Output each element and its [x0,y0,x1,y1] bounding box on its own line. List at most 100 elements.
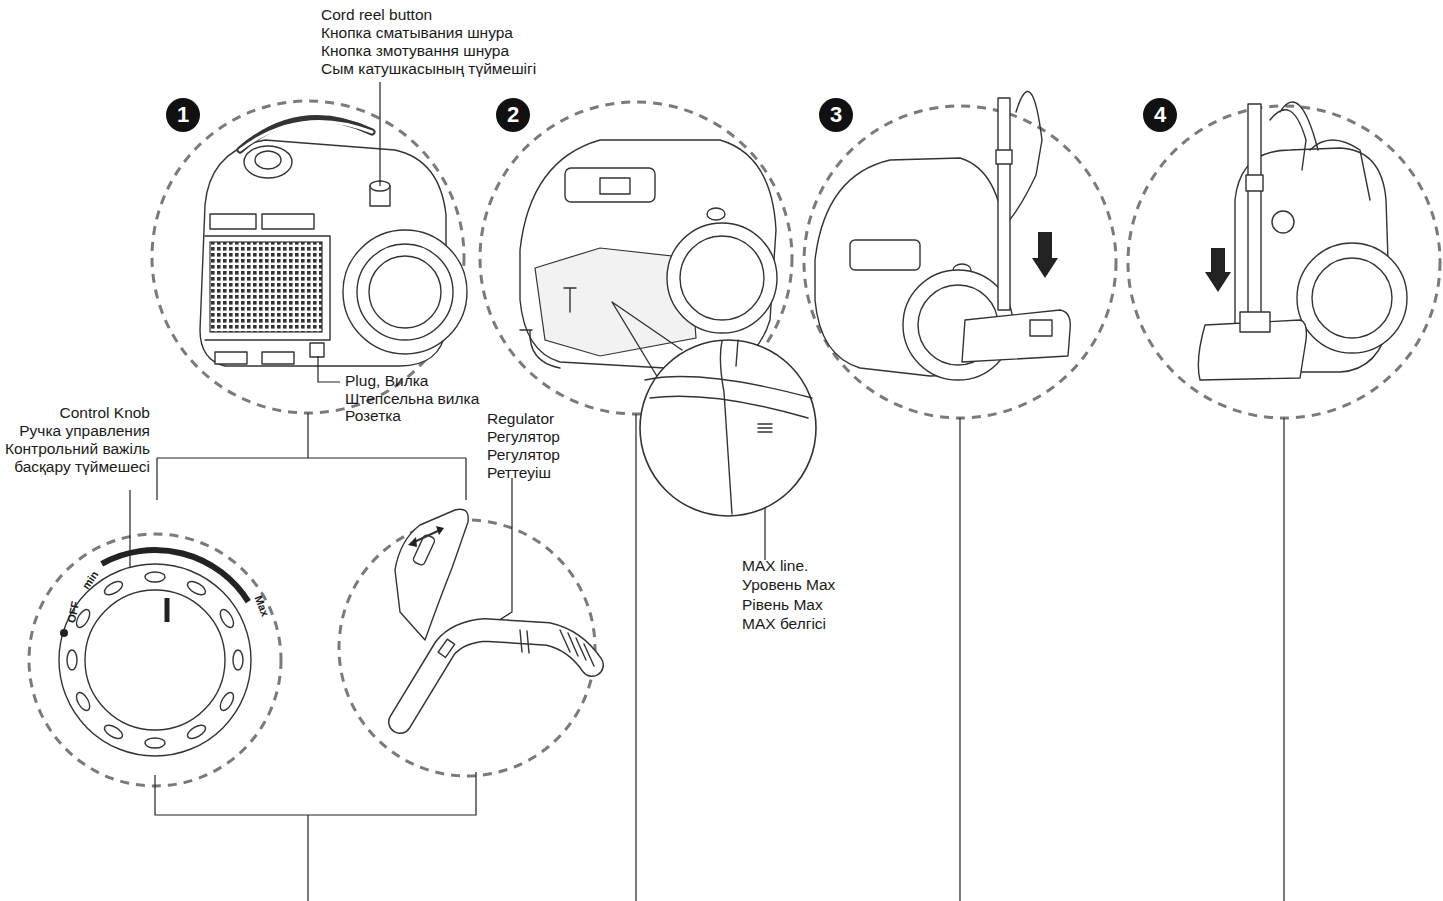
vacuum-body [1248,104,1261,318]
control-dial [145,572,165,582]
magnifier-circle [736,340,738,366]
leader-line [379,82,380,186]
view-circle [1128,106,1440,418]
part-label: MAX белгісі [742,615,826,632]
part-label: Plug, Вилка [345,372,428,389]
bracket-line [155,772,476,901]
vacuum-body [1310,140,1370,200]
vacuum-body [357,244,453,340]
vacuum-body [520,330,560,368]
vacuum-body [1240,312,1270,332]
step-badge: 3 [819,98,853,132]
vacuum-body [962,310,1070,362]
view-circle [29,101,1440,786]
part-label: Ручка управления [19,422,150,439]
step-badge: 1 [166,98,200,132]
control-dial [60,629,68,637]
vacuum-body [520,140,776,370]
control-dial [102,579,124,598]
control-dial [185,579,207,598]
vacuum-body [850,240,920,270]
view-circle [29,534,281,786]
magnifier-circle [645,377,812,398]
vacuum-body [343,230,467,354]
vacuum-body [205,236,330,340]
part-label: Регулятор [487,446,560,463]
vacuum-body [240,119,372,150]
leader-line [318,356,340,382]
step-number: 1 [177,102,189,128]
vacuum-body [998,98,1010,310]
vacuum-body [600,178,630,194]
magnifier-circle [640,340,816,516]
control-dial [67,650,77,670]
part-label: Cord reel button [321,6,432,23]
vacuum-body [565,168,655,202]
hose-handle [400,630,592,722]
vacuum-body [996,150,1012,164]
vacuum-body [667,223,777,333]
vacuum-body [200,119,467,366]
vacuum-body [255,151,281,169]
magnifier-circle [758,424,772,432]
view-circle [339,520,595,776]
vacuum-body [1272,211,1294,233]
vacuum-body [1032,232,1058,278]
part-label: Сым катушкасының түймешігі [321,60,536,77]
hose-handle [395,509,468,640]
step-number: 3 [830,102,842,128]
view-circle [804,106,1116,418]
vacuum-body [215,352,247,364]
vacuum-body [680,236,764,320]
vacuum-body [1297,243,1407,353]
vacuum-body [564,288,576,312]
hose-handle [560,630,594,666]
bracket-line [157,413,466,500]
control-dial [67,572,243,748]
control-dial [85,590,225,730]
step-number: 2 [507,102,519,128]
vacuum-body [369,256,441,328]
control-dial [185,723,207,742]
vacuum-body [244,146,292,178]
part-label: Реттеуіш [487,464,551,481]
vacuum-body [1246,175,1263,191]
hose-handle [438,639,455,657]
vacuum-body [707,208,725,220]
part-label: Рівень Max [742,596,823,613]
step-number: 4 [1154,102,1166,128]
vacuum-body [210,214,256,229]
magnifier-circle [650,396,808,418]
part-label: Control Knob [60,404,150,421]
hose-handle [408,526,444,547]
vacuum-body [520,140,777,378]
magnifier-circle [720,341,732,514]
leader-line [129,490,130,572]
hose-handle [395,509,594,722]
control-dial [145,738,165,748]
control-dial [59,564,251,756]
vacuum-body [1198,102,1407,380]
vacuum-body [1312,258,1392,338]
part-label: Кнопка сматывания шнура [321,24,513,41]
vacuum-body [1205,248,1231,292]
vacuum-body [210,242,322,332]
part-label: Уровень Max [742,576,835,593]
part-label: Регулятор [487,428,560,445]
control-dial [233,650,243,670]
vacuum-body [1008,92,1042,222]
hose-handle [520,630,529,653]
control-dial [102,723,124,742]
part-label: Regulator [487,410,554,427]
step-badge: 4 [1143,98,1177,132]
vacuum-body [815,92,1070,380]
control-dial [218,690,237,712]
hose-handle [400,630,592,722]
control-dial [218,607,237,629]
vacuum-body [262,352,294,364]
control-dial [59,550,251,756]
vacuum-body [262,214,314,229]
